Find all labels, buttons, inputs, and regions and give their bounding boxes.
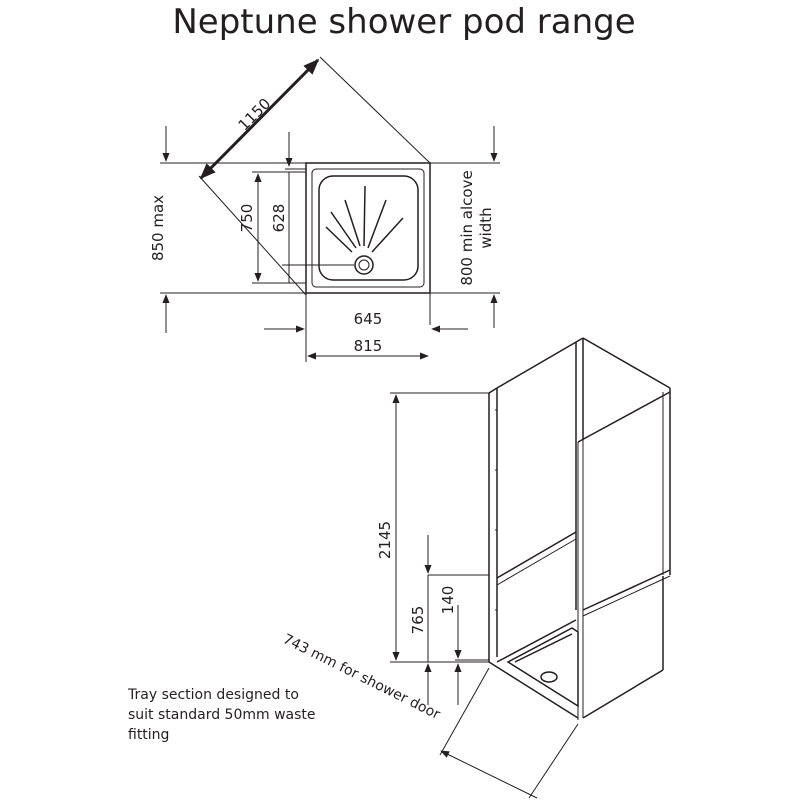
overall-width-label: 815 [354,337,383,355]
waste-outlet-icon [354,255,374,275]
pod-isometric-view: 2145 765 140 743 mm for shower door [280,337,671,799]
tray-inner-rim [311,168,425,288]
tray-note: Tray section designed to suit standard 5… [127,687,316,743]
pod-waste-outlet-icon [540,671,558,683]
tray-width-label: 645 [354,310,383,328]
diagonal-dimension-label: 1150 [235,95,275,135]
note-line-1: Tray section designed to [127,687,299,703]
tray-depth-label: 628 [270,204,288,233]
pod-tray [488,619,579,719]
step-height-label: 140 [439,586,457,615]
alcove-width-label-line1: 800 min alcove [458,170,476,285]
pod-height-label: 2145 [376,521,394,559]
note-line-2: suit standard 50mm waste [128,707,316,723]
tray-basin [318,175,419,281]
inner-height-label: 750 [238,204,256,233]
tray-height-label: 765 [409,606,427,635]
drain-grooves [325,185,404,253]
diagonal-dimension-line [199,58,320,180]
plan-view: 1150 850 max 750 628 800 min alcove widt… [149,56,500,362]
page-title: Neptune shower pod range [172,2,635,42]
depth-max-label: 850 max [149,195,167,261]
note-line-3: fitting [128,727,169,743]
alcove-width-label-line2: width [477,207,495,248]
